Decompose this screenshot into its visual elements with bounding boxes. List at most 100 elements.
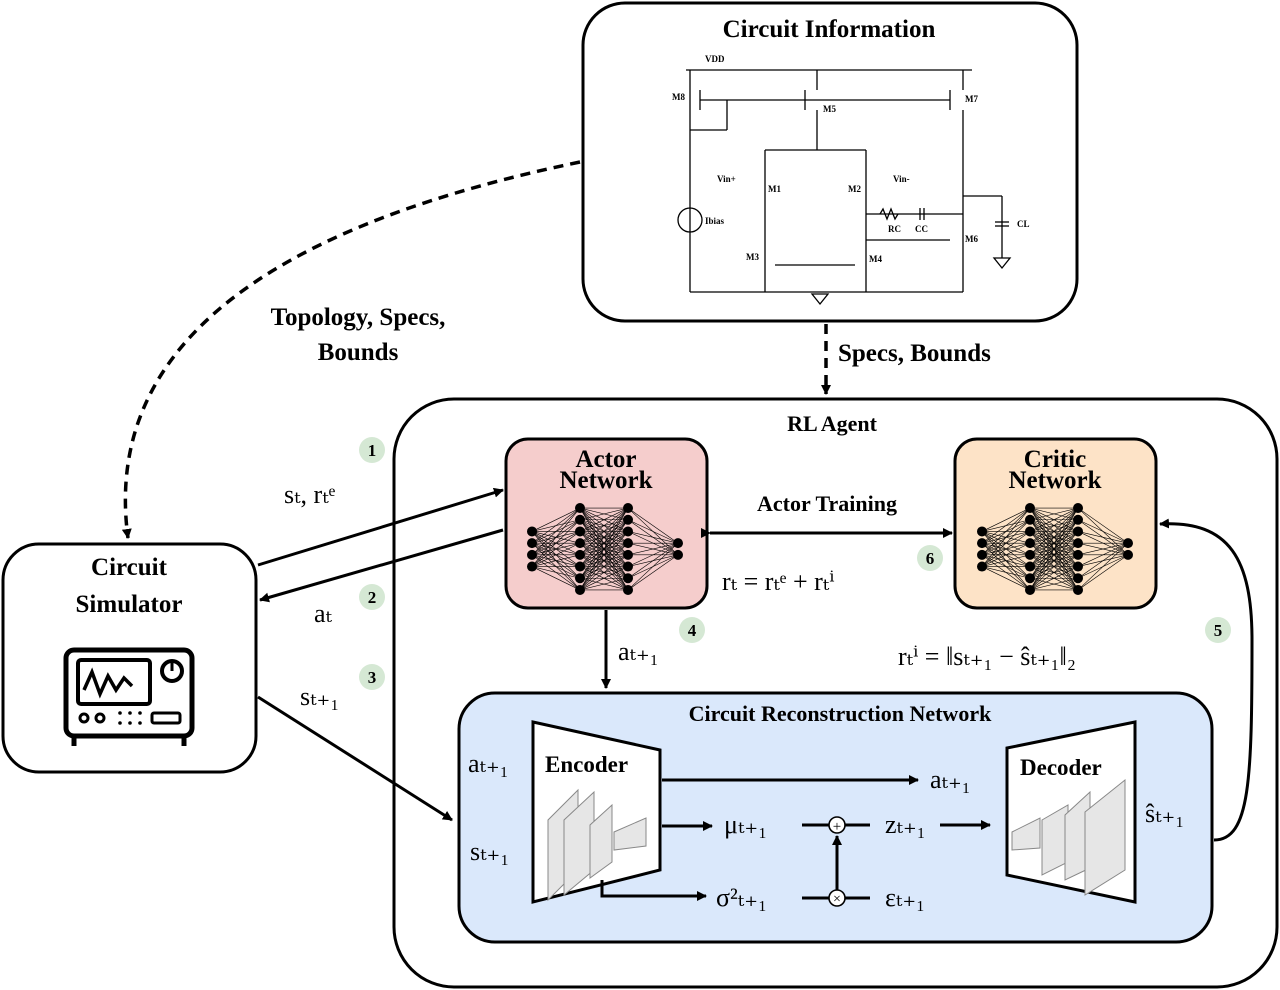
net-node	[623, 503, 633, 514]
net-node	[1073, 573, 1083, 584]
plus-symbol: +	[833, 819, 841, 835]
net-edge	[981, 507, 1031, 556]
net-edge	[531, 507, 581, 567]
net-node	[623, 538, 633, 549]
label-m4: M4	[869, 254, 882, 264]
net-node	[977, 526, 987, 537]
simulator-title-2: Simulator	[76, 591, 183, 618]
net-edge	[531, 507, 581, 544]
label-m1: M1	[768, 184, 781, 194]
rl-agent-title: RL Agent	[787, 411, 878, 436]
net-edge	[579, 566, 629, 591]
net-edge	[579, 519, 629, 591]
critic-neural-net-icon	[977, 503, 1133, 595]
label-m5: M5	[823, 104, 836, 114]
step-badge-4	[679, 617, 705, 643]
net-edge	[1029, 507, 1079, 556]
label-m6: M6	[965, 234, 978, 244]
net-node	[673, 538, 683, 549]
label-m7: M7	[965, 94, 978, 104]
net-edge	[531, 519, 581, 567]
step-number: 5	[1214, 621, 1223, 640]
specs-bounds-label: Specs, Bounds	[838, 340, 991, 367]
net-node	[1123, 538, 1133, 549]
net-edge	[1029, 507, 1079, 532]
circuit-reconstruction-network-box: Circuit Reconstruction Network Encoder D…	[457, 691, 1214, 944]
net-edge	[1029, 577, 1079, 591]
net-edge	[1029, 519, 1079, 591]
net-node	[575, 503, 585, 514]
net-node	[1073, 514, 1083, 525]
net-node	[1073, 561, 1083, 572]
net-edge	[1029, 507, 1079, 544]
step-number: 4	[688, 621, 697, 640]
net-node	[1025, 503, 1035, 514]
net-edge	[627, 542, 679, 591]
net-edge	[981, 554, 1031, 567]
net-edge	[531, 542, 581, 567]
net-edge	[981, 507, 1031, 567]
step-badge-1	[359, 437, 385, 463]
simulator-title-1: Circuit	[91, 554, 168, 581]
net-edge	[627, 519, 679, 544]
step-number: 6	[926, 549, 935, 568]
state-arrow	[257, 487, 504, 567]
net-edge	[531, 507, 581, 556]
actor-network-box: Actor Network	[504, 437, 709, 610]
label-cc: CC	[915, 224, 928, 234]
actor-neural-net-icon	[527, 503, 683, 595]
net-edge	[1077, 542, 1129, 556]
net-edge	[1077, 531, 1129, 544]
step-number: 2	[368, 588, 377, 607]
net-edge	[579, 507, 629, 567]
next-action-label: aₜ₊₁	[618, 637, 659, 666]
sigma-arrow	[600, 880, 707, 901]
net-edge	[1029, 507, 1079, 591]
z-label: zₜ₊₁	[885, 810, 926, 839]
step-badge-6	[917, 545, 943, 571]
net-node	[1025, 584, 1035, 595]
net-node	[1025, 526, 1035, 537]
step-badge-2	[359, 584, 385, 610]
net-node	[673, 549, 683, 560]
next-state-arrow	[257, 695, 453, 822]
net-edge	[579, 531, 629, 591]
topology-dashed-arrow	[121, 160, 581, 539]
net-edge	[1029, 507, 1079, 567]
net-node	[623, 561, 633, 572]
net-edge	[579, 507, 629, 591]
label-m3: M3	[746, 252, 759, 262]
product-node	[828, 889, 846, 907]
step-number: 1	[368, 441, 377, 460]
net-edge	[579, 507, 629, 521]
net-edge	[579, 542, 629, 591]
decoder-layers-icon	[1011, 778, 1126, 896]
net-edge	[1029, 507, 1079, 579]
net-node	[623, 549, 633, 560]
net-edge	[1077, 519, 1129, 544]
net-edge	[531, 566, 581, 579]
total-reward-formula: rₜ = rₜᵉ + rₜⁱ	[722, 567, 834, 596]
net-node	[527, 561, 537, 572]
action-label: aₜ	[314, 599, 333, 628]
label-vdd: VDD	[705, 54, 725, 64]
net-edge	[531, 554, 581, 567]
next-state-label: sₜ₊₁	[300, 682, 339, 711]
net-edge	[981, 507, 1031, 532]
step-badge-5	[1205, 617, 1231, 643]
opamp-schematic	[677, 69, 1012, 306]
net-edge	[627, 531, 679, 544]
sum-node	[828, 816, 846, 834]
net-edge	[627, 507, 679, 544]
net-edge	[1029, 531, 1079, 591]
net-node	[575, 526, 585, 537]
action-arrow	[259, 528, 504, 603]
net-node	[1073, 549, 1083, 560]
actor-title-1: Actor	[575, 446, 636, 473]
label-ibias: Ibias	[705, 216, 725, 226]
encoder-layers-icon	[547, 788, 647, 902]
topology-label-line1: Topology, Specs,	[271, 304, 446, 331]
net-edge	[981, 566, 1031, 591]
net-node	[623, 573, 633, 584]
encoder-input-state: sₜ₊₁	[470, 837, 509, 866]
